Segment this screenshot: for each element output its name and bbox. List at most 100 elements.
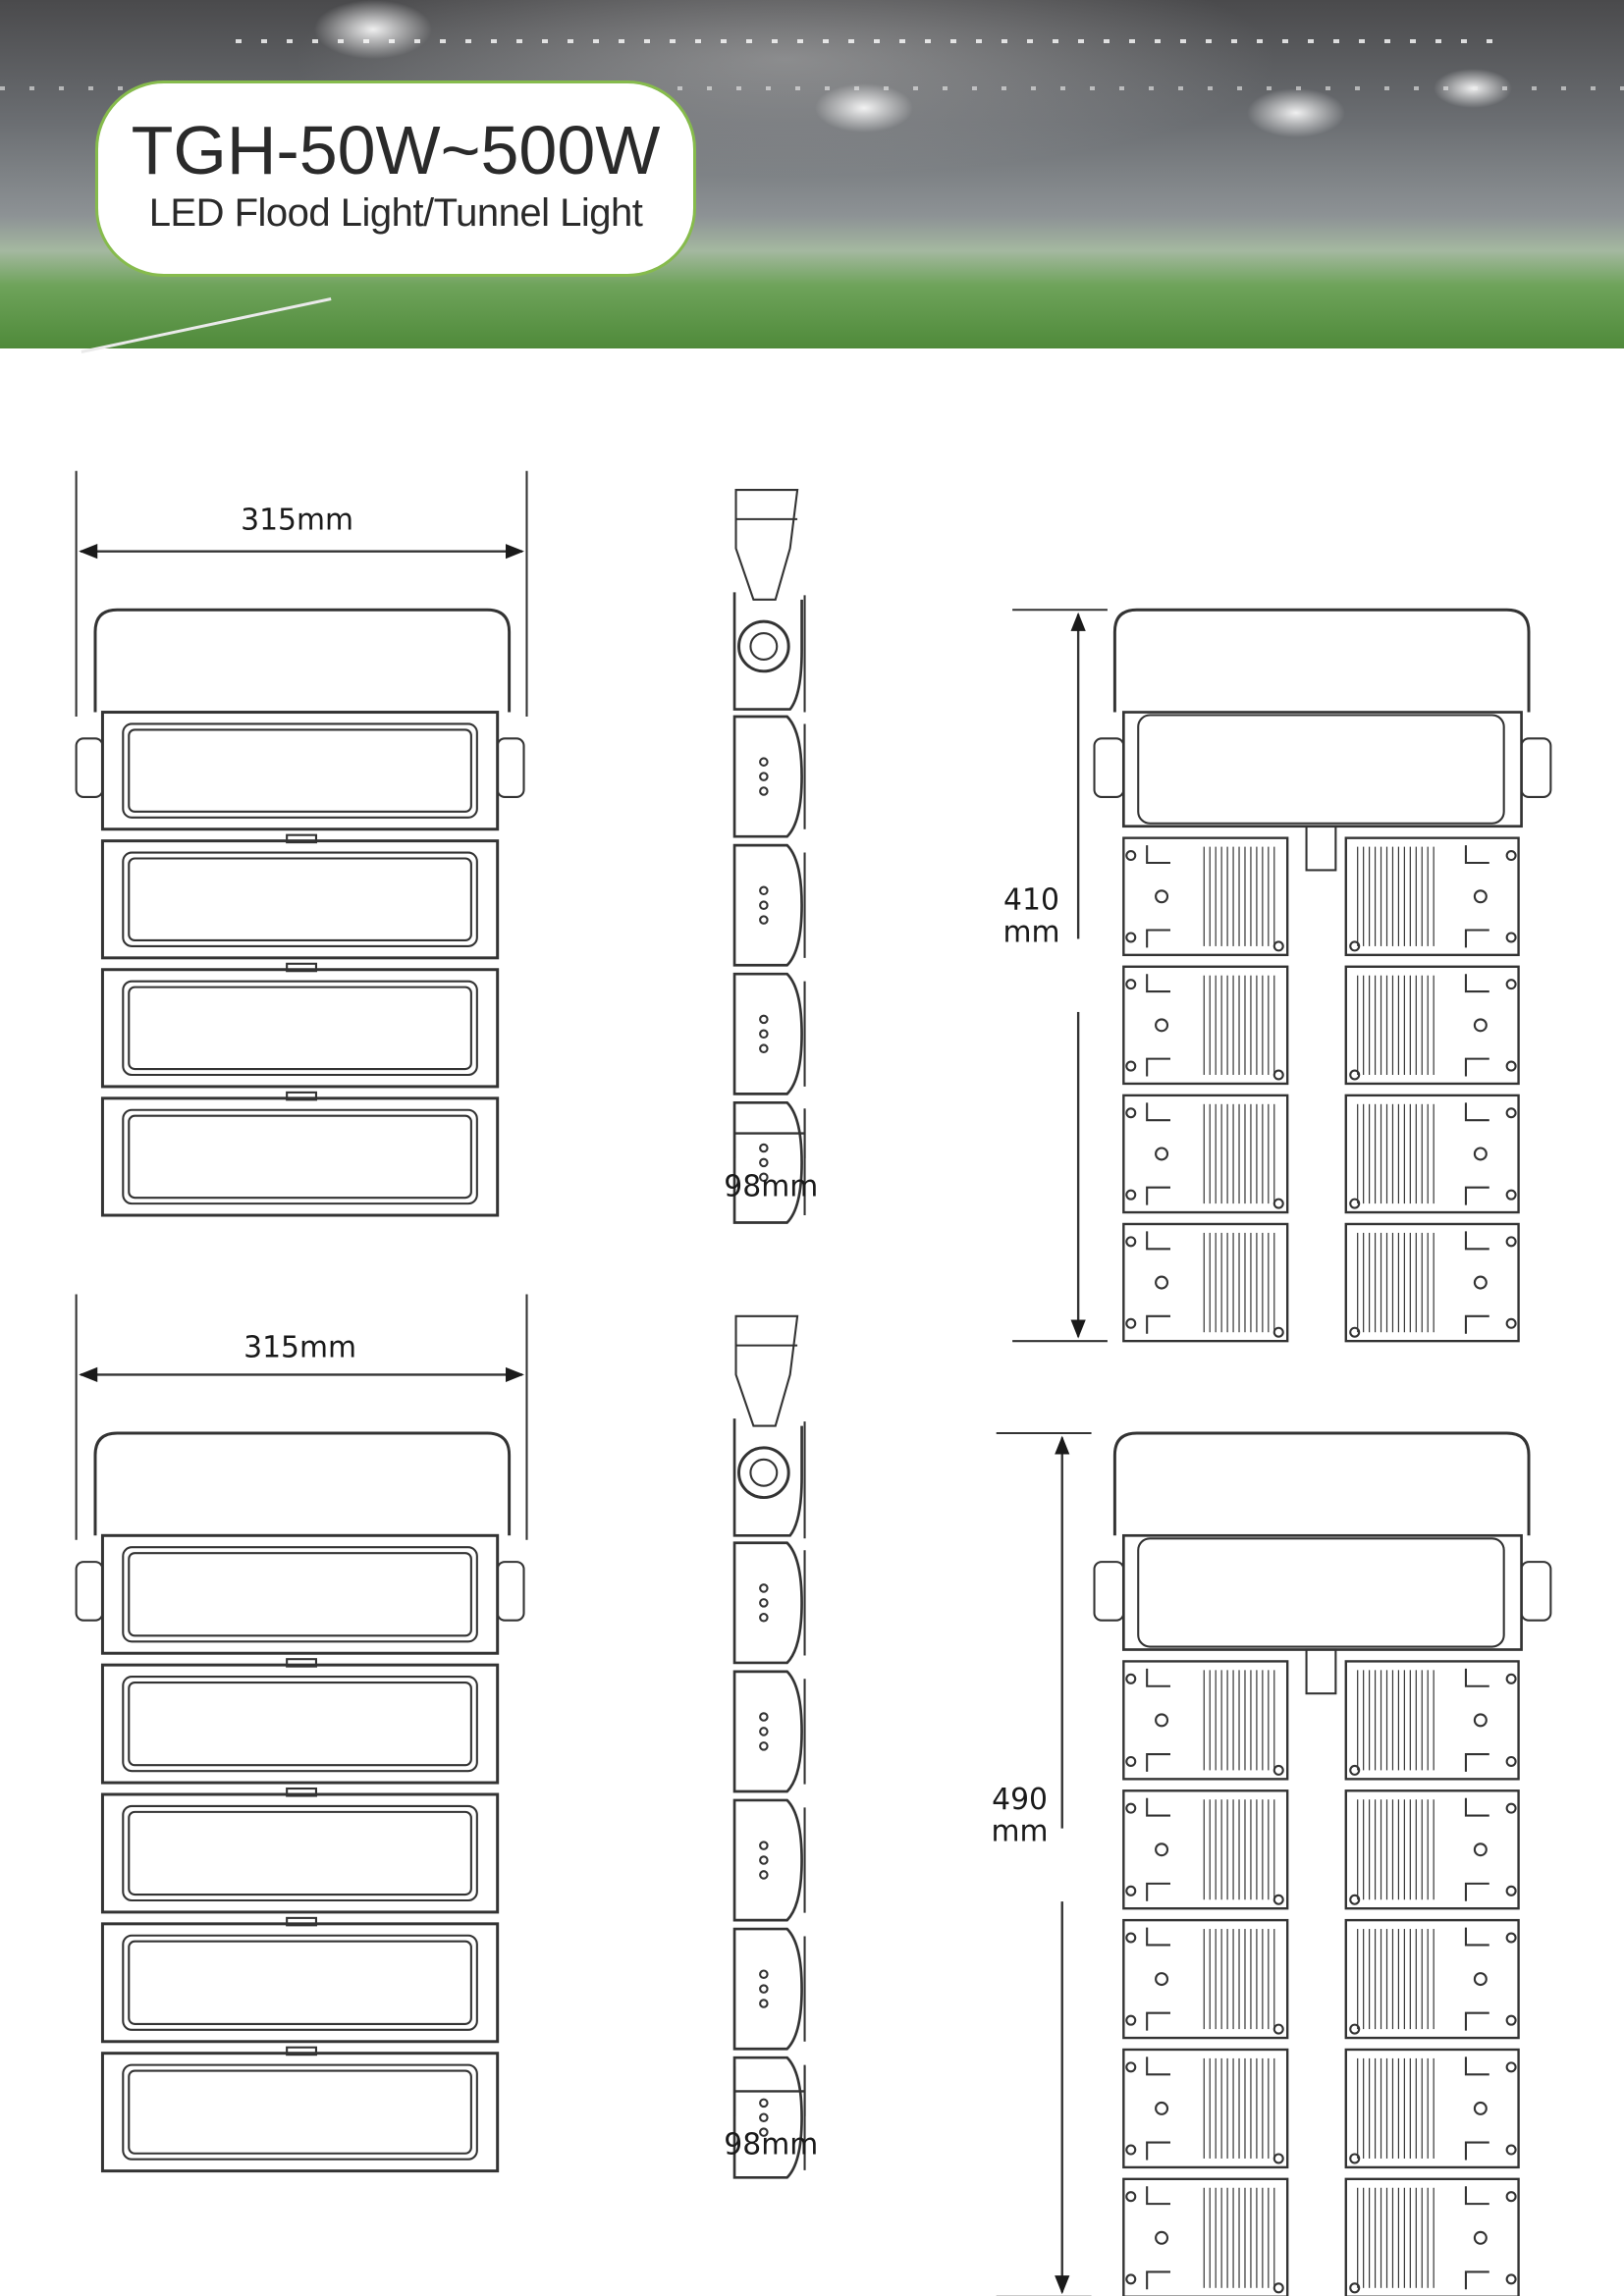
cable-clip (1464, 1927, 1489, 2031)
screw (1272, 1198, 1284, 1209)
connector (286, 1658, 317, 1668)
screw (759, 1999, 769, 2008)
screw (759, 1043, 769, 1053)
heatsink-module (1122, 1094, 1289, 1214)
screw (759, 1612, 769, 1623)
mount-hole (1473, 1275, 1488, 1290)
heatsink-module (1122, 836, 1289, 957)
lens (128, 1552, 472, 1637)
side-depth-label: 98mm (724, 2127, 818, 2162)
lens (128, 1681, 472, 1767)
side-knob (75, 737, 104, 798)
screw (1505, 1802, 1517, 1814)
side-knob (75, 1561, 104, 1622)
screw (1125, 1755, 1137, 1767)
mount-hole (1155, 1972, 1169, 1987)
lens-frame (122, 2063, 478, 2161)
back-height-value: 410 (1003, 883, 1059, 918)
screw (759, 1172, 769, 1183)
mount-hole (1473, 1018, 1488, 1033)
lens (128, 986, 472, 1071)
cable-clip (1146, 2186, 1171, 2290)
mount-hole (1155, 2101, 1169, 2115)
back-height-value: 490 (992, 1783, 1048, 1817)
screw (759, 1143, 769, 1153)
screw (1125, 2191, 1137, 2203)
driver-housing (1121, 711, 1523, 828)
led-module (100, 968, 500, 1089)
mount-hole (1155, 889, 1169, 904)
screw (759, 1014, 769, 1025)
screw (759, 1583, 769, 1593)
screw (759, 1969, 769, 1980)
screw (759, 915, 769, 925)
side-module (732, 972, 803, 1095)
side-knob (1520, 737, 1552, 798)
center-bracket (1305, 1648, 1337, 1695)
mount-hole (1473, 2101, 1488, 2115)
label-backdrop (1018, 1828, 1107, 1902)
screw (1349, 2282, 1361, 2294)
screw (1125, 1107, 1137, 1119)
led-module (100, 839, 500, 960)
screw (759, 1029, 769, 1040)
screw (1505, 1755, 1517, 1767)
cable-clip (1464, 974, 1489, 1077)
side-module (732, 1798, 803, 1922)
screw (1505, 2273, 1517, 2285)
side-module (732, 843, 803, 967)
screw (759, 1855, 769, 1865)
lens (128, 1940, 472, 2025)
screw (1505, 932, 1517, 943)
screw (1505, 1189, 1517, 1201)
heatsink-module (1344, 1094, 1520, 1214)
led-module (100, 2052, 500, 2173)
screw (1505, 1236, 1517, 1248)
screw (759, 1727, 769, 1736)
mounting-bracket (93, 1431, 512, 1536)
screw (1505, 1107, 1517, 1119)
mount-hole (1473, 1147, 1488, 1161)
lens-frame (122, 851, 478, 947)
center-bracket (1305, 825, 1337, 872)
mounting-bracket (93, 608, 512, 713)
lens (128, 857, 472, 941)
mounting-bracket (1112, 1431, 1531, 1536)
heatsink-module (1344, 1789, 1520, 1910)
screw (1125, 1189, 1137, 1201)
screw (759, 1157, 769, 1168)
connector (286, 2046, 317, 2056)
cable-clip (1146, 974, 1171, 1077)
led-module (100, 1533, 500, 1655)
screw (1349, 1198, 1361, 1209)
back-height-unit: mm (1002, 915, 1059, 949)
heatsink-module (1122, 965, 1289, 1086)
connector (286, 1091, 317, 1101)
pivot-knob (737, 1446, 790, 1500)
mount-hole (1473, 889, 1488, 904)
side-module (732, 1541, 803, 1665)
screw (1125, 1932, 1137, 1944)
heatsink-module (1344, 965, 1520, 1086)
led-module (100, 1663, 500, 1785)
screw (1505, 979, 1517, 990)
cable-clip (1464, 845, 1489, 948)
screw (1349, 940, 1361, 952)
pivot-housing (732, 1418, 803, 1537)
screw (1272, 1764, 1284, 1776)
cable-clip (1146, 1927, 1171, 2031)
screw (1272, 1894, 1284, 1905)
screw (759, 1741, 769, 1751)
screw (1272, 2153, 1284, 2164)
screw (759, 885, 769, 896)
screw (1349, 1894, 1361, 1905)
screw (1125, 1060, 1137, 1072)
mounting-bracket (1112, 608, 1531, 713)
screw (1505, 2014, 1517, 2026)
mount-hole (1473, 1713, 1488, 1728)
screw (1349, 1326, 1361, 1338)
model-title: TGH-50W~500W (131, 112, 661, 188)
cable-clip (1464, 1668, 1489, 1772)
connector (286, 833, 317, 844)
